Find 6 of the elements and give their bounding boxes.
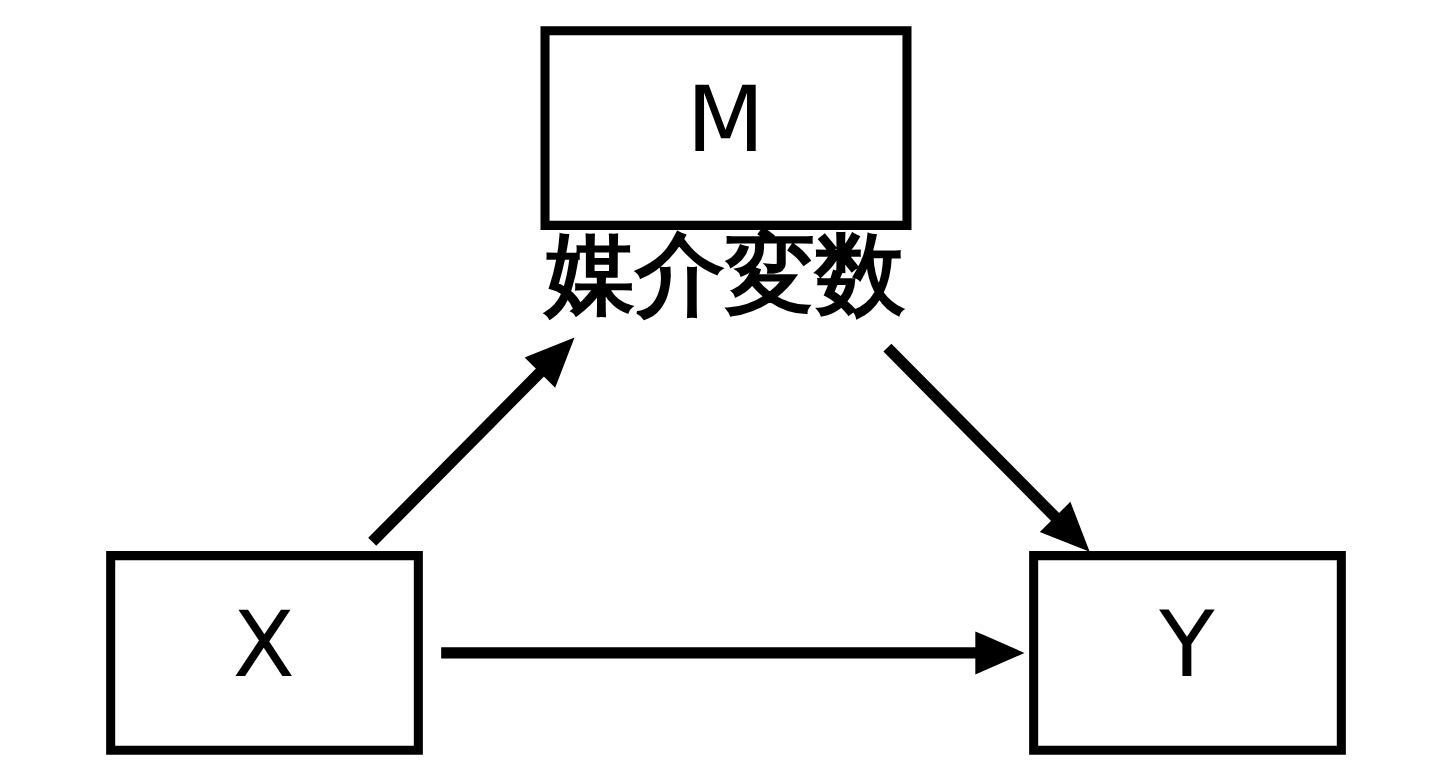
node-box: M (540, 26, 911, 230)
arrow (882, 343, 1090, 552)
arrow (440, 631, 1024, 675)
node-box: Y (1028, 551, 1346, 755)
arrow (367, 337, 574, 546)
node-box: X (105, 551, 423, 755)
